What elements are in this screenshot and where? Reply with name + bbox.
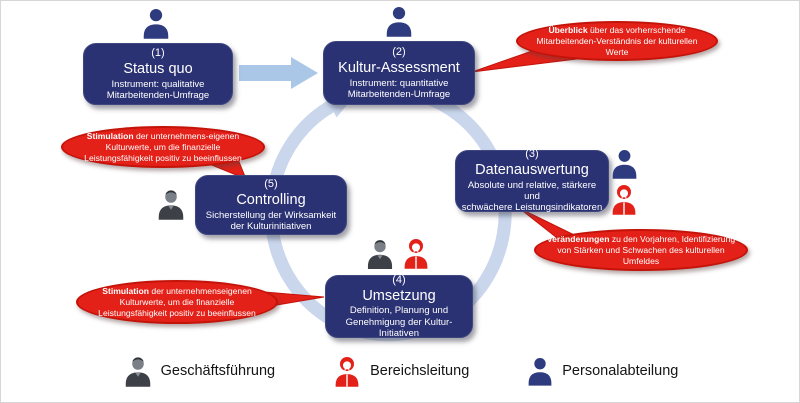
step-number: (2) [392, 46, 406, 59]
step-title: Datenauswertung [475, 162, 589, 179]
callout-lead: Überblick [548, 24, 588, 35]
step-subtitle: Sicherstellung der Wirksamkeit der Kultu… [205, 209, 337, 232]
division-lead-person-icon [333, 353, 361, 389]
division-lead-person-icon [610, 183, 638, 215]
hr-person-icon [611, 148, 638, 179]
step-3-datenauswertung: (3) Datenauswertung Absolute und relativ… [455, 148, 609, 214]
step-subtitle: Definition, Planung und Genehmigung der … [345, 305, 453, 339]
step-title: Kultur-Assessment [338, 59, 460, 76]
hr-person-icon [142, 7, 170, 39]
step-number: (1) [151, 47, 165, 60]
step-title: Status quo [123, 60, 193, 77]
step-subtitle: Instrument: quantitative Mitarbeitenden-… [347, 77, 451, 100]
step-2-kultur-assessment: (2) Kultur-Assessment Instrument: quanti… [323, 41, 475, 105]
callout-text: über das vorherrschende Mitarbeitenden-V… [536, 24, 698, 57]
legend-item-bereichsleitung: Bereichsleitung [333, 353, 469, 389]
step-title: Umsetzung [362, 287, 436, 304]
hr-person-icon [527, 355, 553, 387]
callout-changes: Veränderungen zu den Vorjahren, Identifi… [534, 229, 748, 271]
callout-lead: Veränderungen [546, 233, 610, 244]
callout-stimulation-upper: Stimulation der unternehmens-eigenen Kul… [61, 126, 265, 168]
step-number: (3) [525, 148, 539, 161]
callout-overview: Überblick über das vorherrschende Mitarb… [516, 21, 718, 61]
step-title: Controlling [236, 191, 306, 208]
legend: Geschäftsführung Bereichsleitung Persona… [1, 353, 799, 389]
callout-text: der unternehmenseigenen Kulturwerte, um … [98, 285, 256, 318]
legend-label: Bereichsleitung [370, 363, 470, 379]
callout-text: zu den Vorjahren, Identifizierung von St… [557, 233, 736, 266]
step-number: (4) [392, 273, 406, 286]
step-number: (5) [264, 178, 278, 191]
step-subtitle: Instrument: qualitative Mitarbeitenden-U… [106, 78, 210, 101]
step-subtitle: Absolute und relative, stärkere und schw… [461, 179, 603, 214]
step1-to-step2-arrow [239, 57, 318, 89]
executive-person-icon [366, 238, 394, 269]
division-lead-person-icon [402, 237, 430, 269]
step-1-status-quo: (1) Status quo Instrument: qualitative M… [83, 43, 233, 105]
callout-lead: Stimulation [102, 285, 150, 296]
callout-lead: Stimulation [86, 130, 134, 141]
step-4-umsetzung: (4) Umsetzung Definition, Planung und Ge… [325, 273, 473, 339]
legend-label: Geschäftsführung [160, 363, 276, 379]
legend-item-geschaeftsfuehrung: Geschäftsführung [124, 354, 275, 388]
legend-label: Personalabteilung [562, 363, 679, 379]
executive-person-icon [157, 188, 185, 220]
legend-item-personalabteilung: Personalabteilung [527, 355, 678, 387]
callout-text: der unternehmens-eigenen Kulturwerte, um… [84, 130, 242, 163]
hr-person-icon [385, 5, 413, 37]
executive-person-icon [124, 354, 152, 388]
callout-stimulation-lower: Stimulation der unternehmenseigenen Kult… [76, 280, 278, 324]
step-5-controlling: (5) Controlling Sicherstellung der Wirks… [195, 175, 347, 235]
